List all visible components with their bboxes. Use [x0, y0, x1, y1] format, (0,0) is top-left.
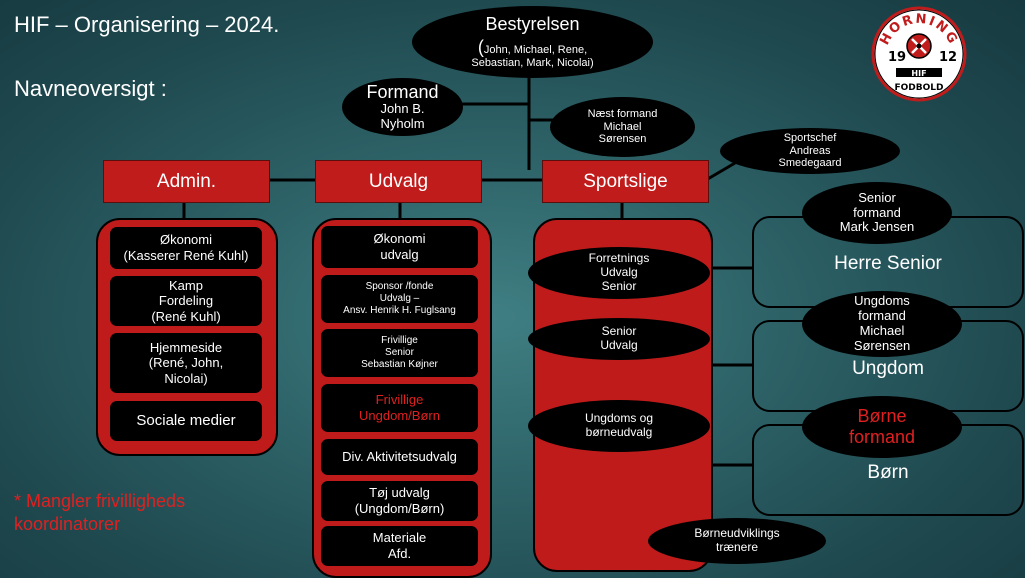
item-line: (Kasserer René Kuhl) — [123, 248, 249, 263]
chair-line: formand — [848, 427, 916, 447]
admin-header: Admin. — [103, 160, 270, 203]
item-line: børneudvalg — [585, 425, 653, 439]
svg-text:FODBOLD: FODBOLD — [895, 83, 944, 93]
item-line: Frivillige — [375, 392, 424, 408]
item-line: Forretnings — [588, 251, 650, 266]
item-line: Udvalg – — [379, 293, 420, 304]
board-members-line2: Sebastian, Mark, Nicolai) — [471, 57, 594, 70]
item-line: Udvalg — [600, 338, 638, 352]
item-line: (René Kuhl) — [151, 308, 221, 324]
chair-name-line2: Nyholm — [380, 116, 425, 132]
board-members-line1: John, Michael, Rene, — [483, 43, 588, 56]
senior-chair-node: Senior formand Mark Jensen — [802, 182, 952, 244]
item-line: Materiale — [372, 530, 427, 546]
admin-item-match-distribution: Kamp Fordeling (René Kuhl) — [110, 276, 262, 326]
vice-chair-node: Næst formand Michael Sørensen — [550, 97, 695, 157]
item-line: Hjemmeside — [149, 339, 223, 355]
udvalg-item-volunteer-senior: Frivillige Senior Sebastian Køjner — [321, 329, 478, 377]
udvalg-item-activities: Div. Aktivitetsudvalg — [321, 439, 478, 475]
note-line2: koordinatorer — [14, 514, 121, 535]
sports-chief-node: Sportschef Andreas Smedegaard — [720, 128, 900, 174]
item-line: Div. Aktivitetsudvalg — [342, 449, 457, 465]
item-line: Senior — [601, 324, 637, 339]
item-line: Ungdom/Børn — [359, 408, 440, 423]
board-paren: ( — [477, 36, 484, 57]
coaches-node: Børneudviklings trænere — [648, 518, 826, 564]
page-title: HIF – Organisering – 2024. — [14, 12, 280, 37]
item-line: Afd. — [387, 546, 412, 561]
children-chair-node: Børne formand — [802, 396, 962, 458]
admin-item-economy: Økonomi (Kasserer René Kuhl) — [110, 227, 262, 269]
logo-year-right: 12 — [939, 50, 957, 65]
admin-item-website: Hjemmeside (René, John, Nicolai) — [110, 333, 262, 393]
sports-chief-connector — [705, 161, 736, 182]
coaches-line1: Børneudviklings — [694, 526, 780, 541]
board-node: Bestyrelsen (John, Michael, Rene, Sebast… — [412, 6, 653, 78]
board-members: (John, Michael, Rene, Sebastian, Mark, N… — [471, 37, 593, 70]
team-youth-label: Ungdom — [852, 358, 924, 379]
chair-line: formand — [853, 204, 901, 220]
item-line: Senior — [601, 278, 637, 293]
sportslige-item-senior: Senior Udvalg — [528, 318, 710, 360]
item-line: Sponsor /fonde — [365, 281, 434, 292]
item-line: (René, John, — [148, 355, 224, 371]
club-logo: HORNING 19 12 HIF FODBOLD — [871, 6, 967, 102]
chair-name-line1: John B. — [380, 101, 425, 117]
item-line: Udvalg — [600, 265, 638, 280]
item-line: (Ungdom/Børn) — [354, 501, 445, 516]
item-line: Fordeling — [158, 293, 214, 309]
chair-line: Sørensen — [853, 337, 911, 353]
sports-chief-line2: Andreas — [789, 144, 831, 157]
chair-line: Børne — [857, 406, 907, 427]
item-line: Tøj udvalg — [369, 485, 430, 501]
chair-line: Senior — [858, 189, 896, 205]
item-line: Frivillige — [381, 335, 418, 346]
vice-chair-line1: Næst formand — [587, 108, 658, 121]
item-line: Senior — [385, 347, 414, 358]
sports-chief-line3: Smedegaard — [778, 157, 842, 170]
item-line: udvalg — [380, 247, 419, 262]
udvalg-item-clothing: Tøj udvalg (Ungdom/Børn) — [321, 481, 478, 521]
udvalg-header: Udvalg — [315, 160, 482, 203]
item-line: Økonomi — [373, 231, 426, 247]
logo-year-left: 19 — [888, 50, 906, 65]
item-line: Nicolai) — [164, 370, 208, 386]
sportslige-item-business: Forretnings Udvalg Senior — [528, 247, 710, 299]
sportslige-header: Sportslige — [542, 160, 709, 203]
chair-line: Michael — [859, 323, 905, 338]
vice-chair-line3: Sørensen — [598, 133, 647, 146]
item-line: Ansv. Henrik H. Fuglsang — [343, 305, 456, 316]
udvalg-item-economy: Økonomi udvalg — [321, 226, 478, 268]
udvalg-item-sponsor: Sponsor /fonde Udvalg – Ansv. Henrik H. … — [321, 275, 478, 323]
admin-item-social-media: Sociale medier — [110, 401, 262, 441]
udvalg-item-equipment: Materiale Afd. — [321, 526, 478, 566]
item-line: Ungdoms og — [584, 411, 654, 426]
item-line: Økonomi — [159, 232, 213, 248]
udvalg-item-volunteer-youth: Frivillige Ungdom/Børn — [321, 384, 478, 432]
chair-line: Ungdoms — [854, 293, 910, 309]
chair-node: Formand John B. Nyholm — [342, 78, 463, 136]
note-line1: * Mangler frivilligheds — [14, 491, 186, 511]
sportslige-item-youth-children: Ungdoms og børneudvalg — [528, 400, 710, 452]
vice-chair-line2: Michael — [603, 120, 642, 133]
sports-chief-line1: Sportschef — [783, 132, 837, 145]
svg-text:HIF: HIF — [911, 69, 926, 78]
item-line: Sebastian Køjner — [361, 359, 438, 370]
item-line: Kamp — [169, 277, 203, 293]
team-senior-label: Herre Senior — [834, 253, 942, 274]
youth-chair-node: Ungdoms formand Michael Sørensen — [802, 291, 962, 357]
board-title: Bestyrelsen — [485, 13, 580, 34]
chair-line: formand — [858, 308, 906, 324]
coaches-line2: trænere — [715, 540, 759, 554]
page-subtitle: Navneoversigt : — [14, 76, 167, 101]
chair-role: Formand — [366, 81, 439, 102]
missing-coordinators-note: * Mangler frivilligheds koordinatorer — [14, 490, 185, 537]
chair-line: Mark Jensen — [839, 219, 915, 235]
team-children-label: Børn — [867, 462, 909, 483]
item-line: Sociale medier — [136, 412, 236, 429]
